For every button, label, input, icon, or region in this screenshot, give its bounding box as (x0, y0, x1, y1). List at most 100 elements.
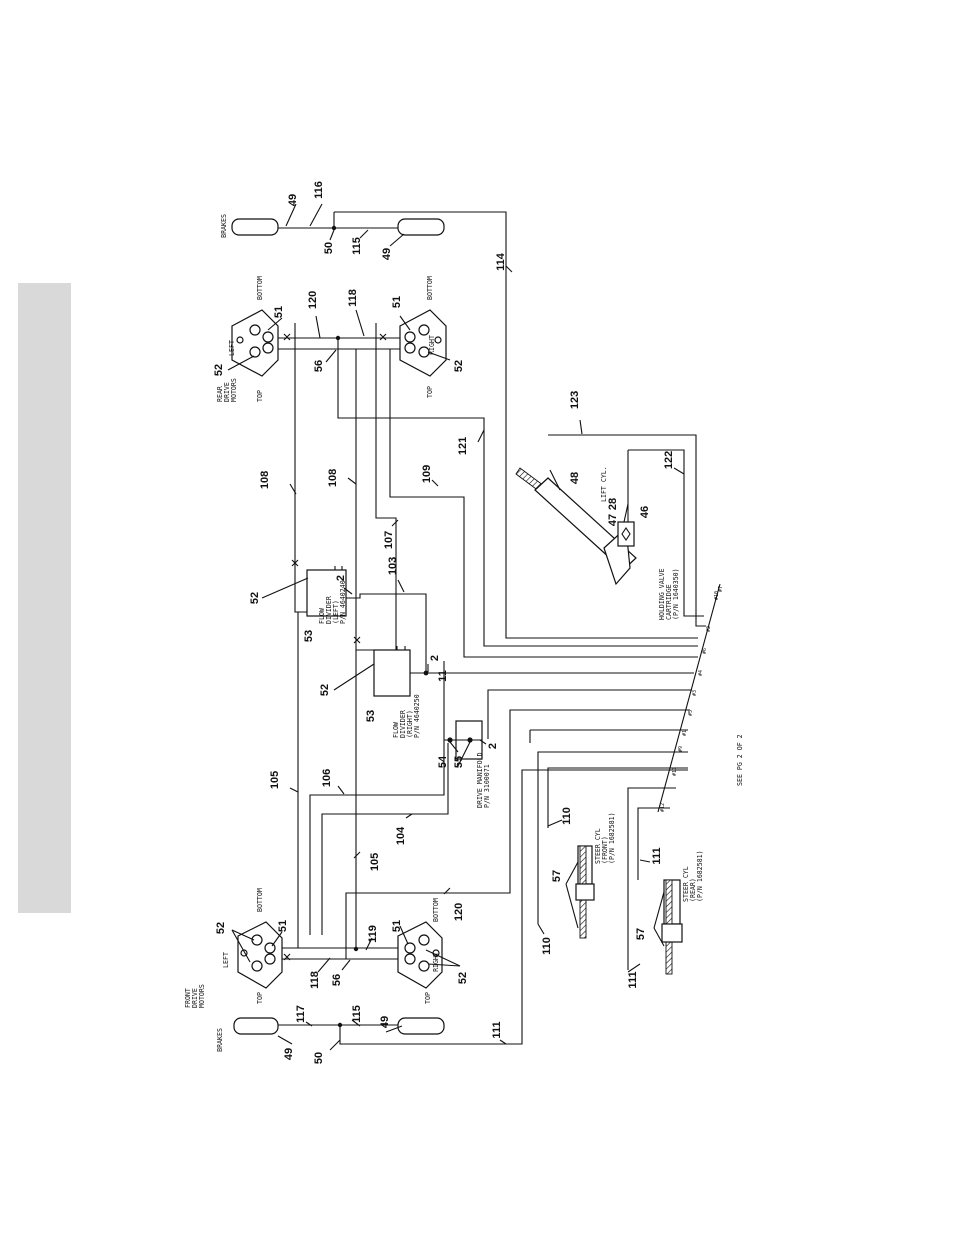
callout-116: 116 (313, 181, 325, 199)
callout-51: 51 (277, 920, 289, 932)
svg-text:#2: #2 (706, 626, 712, 632)
callout-107: 107 (383, 531, 395, 549)
page-side-tab (18, 283, 71, 913)
callout-111: 111 (491, 1021, 503, 1038)
callout-52: 52 (213, 364, 225, 376)
rear-motor-left (231, 309, 279, 377)
callout-118: 118 (309, 971, 321, 989)
callout-50: 50 (313, 1052, 325, 1064)
svg-text:REARDRIVEMOTORS: REARDRIVEMOTORS (216, 378, 238, 402)
svg-text:#11: #11 (672, 767, 678, 776)
steer-cylinder-rear: STEER CYL(REAR)(P/N 1682581) (661, 850, 704, 975)
flow-divider-right: FLOWDIVIDER(RIGHT)P/N 4640250 (373, 646, 421, 738)
front-brakes-label: BRAKES (216, 1028, 224, 1052)
hose-109 (389, 349, 698, 658)
callout-56: 56 (331, 974, 343, 986)
front-motor-right (397, 921, 443, 989)
callout-120: 120 (453, 903, 465, 921)
svg-text:#3: #3 (692, 690, 698, 696)
hose-111-bottom (627, 787, 676, 970)
callout-110: 110 (561, 807, 573, 825)
callout-111: 111 (627, 971, 639, 988)
hose-port-3 (487, 689, 692, 739)
callout-115: 115 (351, 1005, 363, 1023)
front-motor-left (237, 921, 283, 989)
lift-cyl-label: LIFT CYL. (600, 466, 608, 502)
callout-52: 52 (319, 684, 331, 696)
callout-52: 52 (215, 922, 227, 934)
svg-text:DRIVE MANIFOLDP/N 3100071: DRIVE MANIFOLDP/N 3100071 (476, 752, 491, 808)
svg-text:TOP: TOP (426, 386, 434, 398)
callout-120: 120 (307, 291, 319, 309)
callout-49: 49 (283, 1048, 295, 1060)
svg-text:#1: #1 (682, 730, 688, 736)
callout-57: 57 (551, 870, 563, 882)
callout-111: 111 (651, 847, 663, 864)
callout-103: 103 (387, 557, 399, 575)
callout-56: 56 (313, 360, 325, 372)
callout-55: 55 (453, 756, 465, 768)
hose-123 (548, 434, 706, 627)
callout-50: 50 (323, 242, 335, 254)
svg-text:#7: #7 (718, 586, 724, 592)
callout-118: 118 (347, 289, 359, 307)
svg-text:FLOWDIVIDER(LEFT)P/N 4640240: FLOWDIVIDER(LEFT)P/N 4640240 (318, 580, 347, 624)
drive-manifold: DRIVE MANIFOLDP/N 3100071 (444, 720, 491, 808)
callout-108: 108 (259, 471, 271, 489)
svg-text:#4: #4 (698, 670, 704, 676)
callout-105: 105 (369, 853, 381, 871)
svg-text:LEFT: LEFT (222, 952, 230, 968)
callout-117: 117 (295, 1005, 307, 1023)
svg-text:TOP: TOP (256, 992, 264, 1004)
hose-114 (334, 211, 698, 639)
callout-28: 28 (607, 498, 619, 510)
callout-57: 57 (635, 928, 647, 940)
svg-text:TOP: TOP (256, 390, 264, 402)
callout-114: 114 (495, 252, 507, 271)
front-brake-left (233, 1017, 279, 1035)
sheet-note: SEE PG 2 OF 2 (736, 734, 744, 786)
hose-110-bottom (537, 751, 688, 924)
svg-text:LEFT: LEFT (228, 340, 236, 356)
callout-51: 51 (273, 306, 285, 318)
hose-111-brake (339, 769, 688, 1045)
front-brake-right (397, 1017, 445, 1035)
callout-105: 105 (269, 771, 281, 789)
callout-123: 123 (569, 391, 581, 409)
x-markers (283, 333, 405, 961)
svg-text:RIGHT: RIGHT (432, 952, 440, 972)
callout-53: 53 (365, 710, 377, 722)
svg-text:TOP: TOP (424, 992, 432, 1004)
callout-49: 49 (381, 248, 393, 260)
callout-108: 108 (327, 469, 339, 487)
callout-51: 51 (391, 920, 403, 932)
steer-cylinder-front: STEER CYL(FRONT)(P/N 1682581) (575, 812, 616, 939)
callout-54: 54 (437, 755, 449, 768)
callout-121: 121 (457, 437, 469, 455)
hose-104 (321, 743, 449, 935)
callout-2: 2 (487, 743, 499, 749)
svg-text:BOTTOM: BOTTOM (256, 276, 264, 300)
hose-122 (628, 449, 704, 617)
callout-52: 52 (453, 360, 465, 372)
svg-text:BOTTOM: BOTTOM (432, 898, 440, 922)
svg-text:FRONTDRIVEMOTORS: FRONTDRIVEMOTORS (184, 984, 206, 1008)
hose-120-front (345, 760, 511, 959)
callout-49: 49 (287, 194, 299, 206)
callout-46: 46 (639, 506, 651, 518)
callout-52: 52 (249, 592, 261, 604)
svg-text:#6: #6 (702, 648, 708, 654)
rear-motor-right (399, 309, 447, 377)
callout-2: 2 (429, 655, 441, 661)
callout-110: 110 (541, 937, 553, 955)
hose-121 (337, 338, 698, 647)
callout-leaders (227, 203, 685, 1051)
svg-text:BOTTOM: BOTTOM (256, 888, 264, 912)
callout-52: 52 (457, 972, 469, 984)
flow-divider-left: FLOWDIVIDER(LEFT)P/N 4640240 (306, 566, 347, 624)
callout-numbers: 49 116 50 115 49 114 120 118 51 51 52 52… (213, 181, 675, 1064)
hose-port-5 (509, 709, 690, 760)
callout-119: 119 (367, 925, 379, 943)
rear-brake-left (231, 218, 279, 236)
callout-53: 53 (303, 630, 315, 642)
